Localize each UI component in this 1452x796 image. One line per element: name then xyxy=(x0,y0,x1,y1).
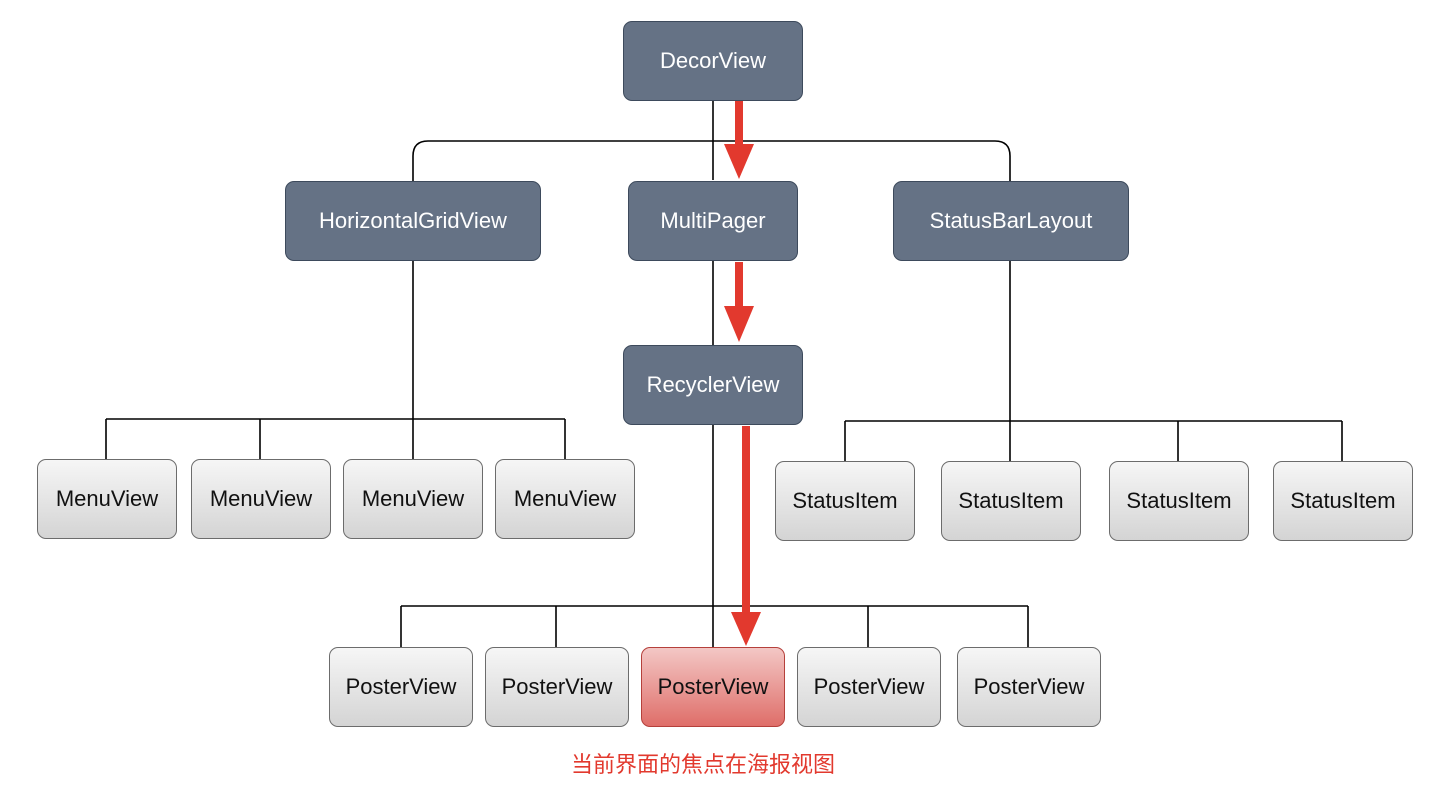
focus-arrow-recycler-to-poster xyxy=(731,426,761,646)
node-poster-view-5: PosterView xyxy=(957,647,1101,727)
node-horizontal-grid-view: HorizontalGridView xyxy=(285,181,541,261)
node-multi-pager: MultiPager xyxy=(628,181,798,261)
node-recycler-view: RecyclerView xyxy=(623,345,803,425)
node-status-item-3: StatusItem xyxy=(1109,461,1249,541)
focus-caption: 当前界面的焦点在海报视图 xyxy=(571,753,836,778)
node-menu-view-1: MenuView xyxy=(37,459,177,539)
focus-arrow-decor-to-pager xyxy=(724,101,754,179)
connector-decor-to-statusbar xyxy=(713,140,1011,181)
node-menu-view-2: MenuView xyxy=(191,459,331,539)
node-status-item-4: StatusItem xyxy=(1273,461,1413,541)
node-poster-view-1: PosterView xyxy=(329,647,473,727)
node-menu-view-3: MenuView xyxy=(343,459,483,539)
connector-decor-to-grid xyxy=(412,140,713,181)
node-decor-view: DecorView xyxy=(623,21,803,101)
node-poster-view-4: PosterView xyxy=(797,647,941,727)
focus-arrow-pager-to-recycler xyxy=(724,262,754,342)
node-status-bar-layout: StatusBarLayout xyxy=(893,181,1129,261)
node-status-item-1: StatusItem xyxy=(775,461,915,541)
node-menu-view-4: MenuView xyxy=(495,459,635,539)
node-poster-view-2: PosterView xyxy=(485,647,629,727)
node-poster-view-3: PosterView xyxy=(641,647,785,727)
node-status-item-2: StatusItem xyxy=(941,461,1081,541)
